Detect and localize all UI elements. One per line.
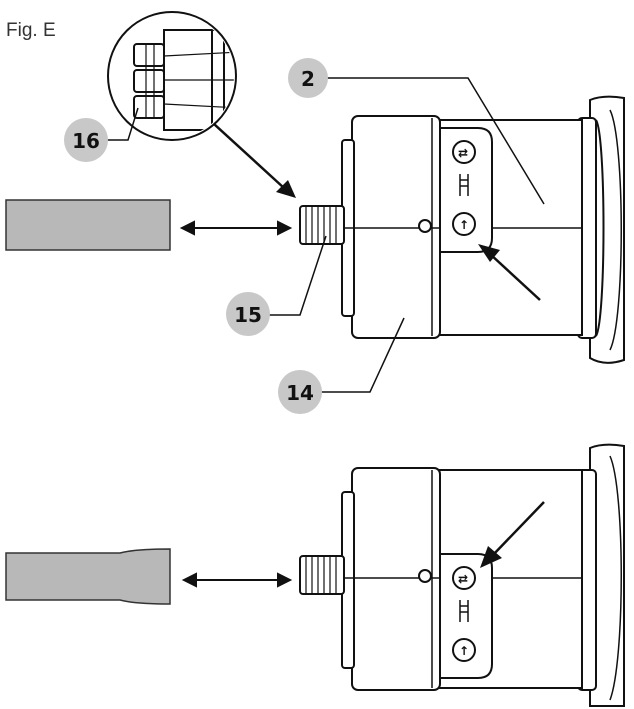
callout-16: 16 (64, 118, 108, 162)
bottom-rear-detail (609, 455, 622, 701)
bottom-double-arrow (181, 572, 293, 588)
top-selector-knob-upper (452, 140, 476, 164)
leader-2 (326, 77, 545, 205)
bottom-selector-knob-upper (452, 566, 476, 590)
top-spline-teeth (305, 206, 337, 244)
top-assembly: ⇄ ↑ (299, 95, 625, 364)
callout-14-text: 14 (286, 381, 314, 405)
top-selector-mark-lower: ↑ (459, 218, 469, 232)
top-rear-detail (609, 109, 622, 351)
top-double-arrow (179, 220, 293, 236)
top-selector-knob-lower (452, 212, 476, 236)
leader-lines (106, 77, 545, 393)
magnifier-detail (107, 11, 237, 141)
top-selector-slider-mark (459, 174, 469, 196)
callout-2-text: 2 (301, 67, 315, 91)
bottom-spline-shaft (299, 555, 345, 595)
bottom-selector-slider-mark (459, 600, 469, 622)
bottom-center-hole (418, 569, 432, 583)
top-selector-mark-upper: ⇄ (458, 146, 468, 160)
figure-label: Fig. E (6, 20, 56, 41)
callout-14: 14 (278, 370, 322, 414)
top-rear-curve (595, 119, 605, 337)
top-spline-shaft (299, 205, 345, 245)
bottom-selector-mark-lower: ↑ (459, 644, 469, 658)
callout-2: 2 (288, 58, 328, 98)
bottom-tool-handle (5, 548, 171, 605)
bottom-selector-knob-lower (452, 638, 476, 662)
bottom-spline-teeth (305, 556, 337, 594)
callout-15-text: 15 (234, 303, 262, 327)
bottom-assembly: ⇄ ↑ (299, 443, 625, 707)
callout-15: 15 (226, 292, 270, 336)
magnifier-pointer (213, 123, 296, 198)
callout-16-text: 16 (72, 129, 100, 153)
bottom-selector-mark-upper: ⇄ (458, 572, 468, 586)
top-tool-handle (5, 199, 171, 251)
leader-14 (316, 317, 405, 393)
top-selector-arrow (478, 244, 541, 301)
leader-15 (268, 235, 327, 316)
top-center-hole (418, 219, 432, 233)
bottom-selector-arrow (480, 501, 545, 568)
top-rear-housing (589, 95, 625, 364)
bottom-rear-housing (589, 443, 625, 707)
leader-16 (106, 107, 139, 141)
